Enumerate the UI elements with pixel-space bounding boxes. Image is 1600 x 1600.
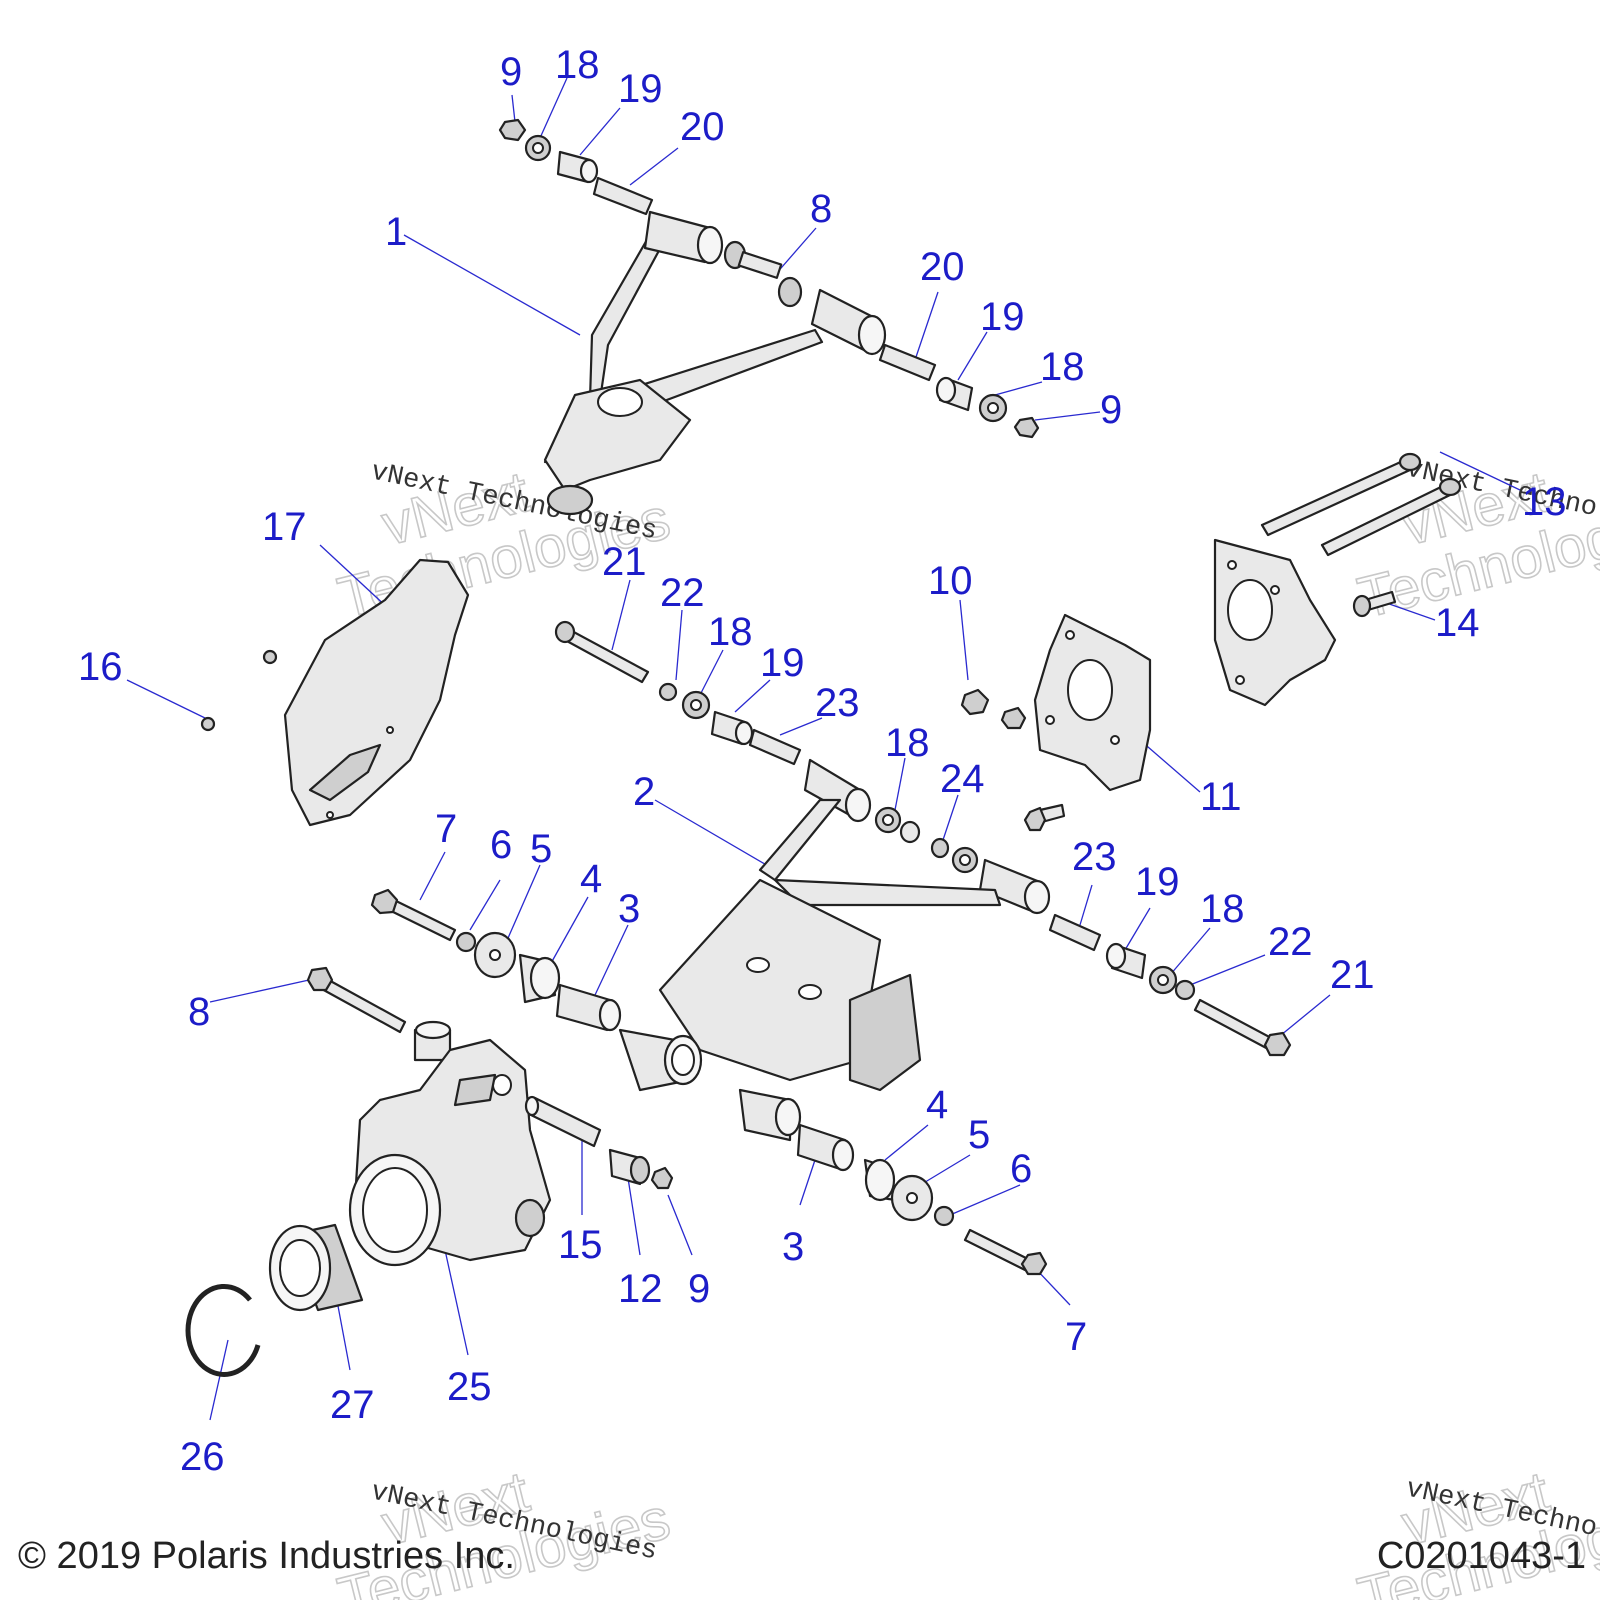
callout-label: 4: [926, 1083, 948, 1127]
callout-label: 8: [188, 990, 210, 1034]
callout-label: 20: [920, 245, 965, 289]
callout-label: 21: [1330, 953, 1375, 997]
snap-ring-part: [185, 1284, 261, 1377]
callout-label: 19: [1135, 860, 1180, 904]
callout-label: 14: [1435, 601, 1480, 645]
callout-label: 5: [968, 1113, 990, 1157]
nut-part: [960, 688, 1066, 832]
callout-label: 9: [500, 50, 522, 94]
spindle-hardware: [524, 1095, 674, 1190]
bearing-part: [268, 1223, 364, 1312]
callout-label: 23: [815, 681, 860, 725]
callout-label: 18: [1200, 887, 1245, 931]
callout-label: 2: [633, 770, 655, 814]
lower-front-right-hardware: [1048, 913, 1292, 1057]
callout-label: 9: [1100, 388, 1122, 432]
callout-label: 7: [1065, 1315, 1087, 1359]
callout-label: 12: [618, 1267, 663, 1311]
callout-label: 7: [435, 807, 457, 851]
callout-label: 18: [1040, 345, 1085, 389]
callout-label: 19: [760, 641, 805, 685]
callout-label: 20: [680, 105, 725, 149]
callout-label: 6: [490, 823, 512, 867]
callout-label: 15: [558, 1223, 603, 1267]
skid-plate-part: [283, 558, 470, 827]
callout-label: 6: [1010, 1147, 1032, 1191]
callout-label: 17: [262, 505, 307, 549]
callout-label: 1: [385, 210, 407, 254]
knuckle-part: [348, 1020, 552, 1267]
callout-label: 22: [660, 571, 705, 615]
callout-label: 18: [708, 610, 753, 654]
callout-label: 8: [810, 187, 832, 231]
right-bracket-part: [1213, 538, 1337, 707]
callout-label: 21: [602, 540, 647, 584]
lower-rear-right-hardware: [796, 1123, 1048, 1276]
callout-label: 19: [980, 295, 1025, 339]
lower-a-arm-part: [618, 758, 1051, 1142]
callout-label: 18: [885, 721, 930, 765]
callout-label: 22: [1268, 920, 1313, 964]
ball-joint-part: [723, 240, 803, 308]
callout-label: 4: [580, 857, 602, 901]
callout-label: 9: [688, 1267, 710, 1311]
knuckle-bolt-part: [306, 966, 407, 1034]
callout-label: 24: [940, 757, 985, 801]
callout-label: 5: [530, 827, 552, 871]
center-bracket-part: [1033, 613, 1152, 792]
copyright-notice: © 2019 Polaris Industries Inc.: [18, 1535, 515, 1577]
callout-label: 19: [618, 67, 663, 111]
callout-label: 25: [447, 1365, 492, 1409]
lower-center-hardware: [874, 806, 979, 874]
upper-right-hardware: [878, 343, 1040, 439]
long-bolts-part: [1260, 452, 1462, 557]
callout-label: 3: [782, 1225, 804, 1269]
callout-label: 16: [78, 645, 123, 689]
callout-label: 23: [1072, 835, 1117, 879]
callout-label: 11: [1200, 775, 1242, 819]
callout-label: 27: [330, 1383, 375, 1427]
callout-label: 13: [1522, 480, 1567, 524]
push-rivet-part: [200, 649, 278, 732]
callout-label: 10: [928, 559, 973, 603]
lower-front-left-hardware: [554, 620, 802, 766]
callout-label: 3: [618, 887, 640, 931]
upper-a-arm-part: [543, 210, 887, 516]
callout-label: 26: [180, 1435, 225, 1479]
lower-rear-left-hardware: [370, 888, 622, 1032]
upper-left-hardware: [498, 118, 654, 216]
watermark-layer: vNext Technologies vNext Technologies vN…: [331, 454, 1600, 1600]
callout-label: 18: [555, 43, 600, 87]
leader-lines: [126, 77, 1521, 1421]
parts-layer: [185, 118, 1462, 1377]
flange-bolt-part: [1352, 590, 1397, 618]
drawing-number: C0201043-1: [1376, 1535, 1586, 1577]
callout-layer: 9 18 19 20 1 8 20 19 18 9 13 17 16 21 22…: [78, 43, 1567, 1479]
